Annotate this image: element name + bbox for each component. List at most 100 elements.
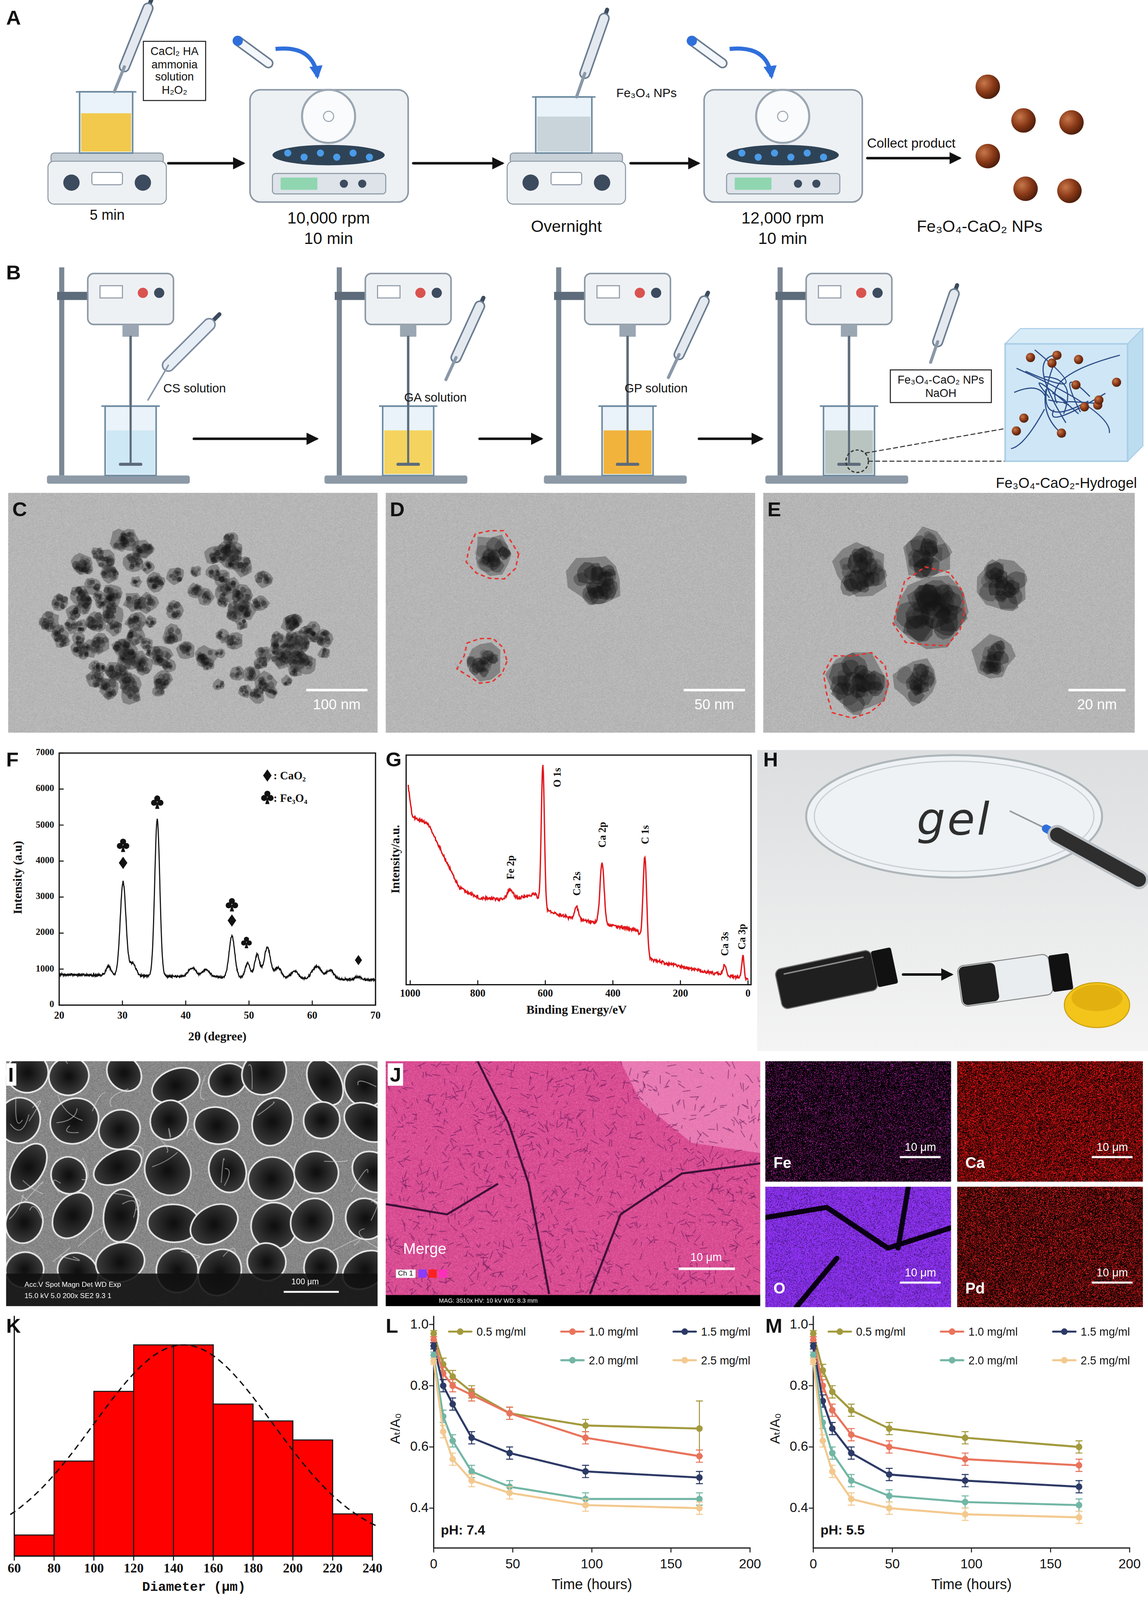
- step-caption: 10,000 rpm: [287, 209, 370, 228]
- scale-bar-label: 10 μm: [904, 1265, 936, 1279]
- axis-tick-label: 200: [672, 987, 689, 999]
- histogram-bar: [253, 1420, 293, 1556]
- illustration-part: [168, 324, 210, 366]
- step-caption: 10 min: [758, 229, 808, 248]
- nanoparticle: [1011, 426, 1021, 436]
- illustration-part: [886, 1439, 893, 1441]
- illustration-part: [59, 896, 64, 898]
- illustration-part: [770, 149, 778, 157]
- overhead-stirrer: [87, 273, 174, 325]
- illustration-part: [679, 300, 705, 355]
- reagent-label: Fe₃O₄ NPs: [616, 87, 677, 101]
- illustration-part: [838, 462, 860, 466]
- illustration-part: [429, 1384, 434, 1386]
- illustration-part: [774, 949, 879, 1010]
- illustration-part: [284, 149, 292, 157]
- illustration-part: [582, 1491, 589, 1493]
- handwritten-text: gel: [916, 794, 992, 844]
- axis-tick-label: 0: [745, 987, 751, 999]
- axis-tick-label: 1000: [35, 963, 55, 974]
- data-point: [506, 1488, 514, 1496]
- transfer-arrow: [729, 48, 772, 77]
- illustration-part: [468, 1442, 475, 1444]
- illustration-part: [59, 824, 64, 825]
- axis-tick-label: 0.4: [410, 1500, 429, 1515]
- illustration-part: [449, 1446, 457, 1447]
- axis-tick-label: 600: [537, 987, 554, 999]
- box-text: CaCl₂ HA ammonia solution H₂O₂: [147, 45, 203, 97]
- data-point: [582, 1421, 590, 1429]
- illustration-part: [734, 177, 772, 190]
- illustration-part: [619, 324, 636, 337]
- illustration-part: [59, 1004, 64, 1006]
- beaker-liquid: [537, 116, 591, 152]
- data-point: [449, 1436, 457, 1444]
- illustration-part: [962, 1464, 969, 1466]
- histogram-bar: [213, 1403, 254, 1556]
- legend-text: 1.0 mg/ml: [968, 1325, 1018, 1338]
- legend-text: 1.0 mg/ml: [588, 1325, 638, 1338]
- illustration-part: [349, 149, 357, 157]
- panel-letter: J: [387, 1062, 404, 1086]
- illustration-part: [59, 752, 64, 754]
- illustration-part: [456, 305, 480, 358]
- illustration-part: [809, 1323, 814, 1325]
- illustration-part: [848, 1439, 855, 1441]
- illustration-part: [847, 336, 851, 465]
- illustration-part: [506, 1406, 513, 1407]
- illustration-part: [670, 1547, 672, 1552]
- data-point: [961, 1455, 969, 1462]
- illustration-part: [814, 761, 1095, 872]
- illustration-part: [870, 947, 899, 988]
- arrow-label: Collect product: [867, 136, 956, 152]
- illustration-part: [468, 1473, 475, 1475]
- step-arrow: [630, 161, 699, 165]
- axis-tick-label: 240: [362, 1560, 383, 1576]
- histogram-bar: [133, 1344, 174, 1556]
- polymer-chain: [1010, 408, 1045, 449]
- micrograph-info: MAG: 3510x HV: 10 kV WD: 8.3 mm: [438, 1297, 538, 1304]
- illustration-part: [1075, 1510, 1083, 1512]
- legend-sample: [681, 1328, 689, 1335]
- transfer-arrow: [275, 48, 318, 77]
- illustration-part: [576, 73, 585, 98]
- data-point: [961, 1498, 969, 1505]
- illustration-part: [818, 285, 841, 298]
- illustration-part: [696, 1491, 703, 1493]
- illustration-part: [696, 1513, 703, 1514]
- data-point: [819, 1436, 827, 1444]
- axis-tick-label: 100: [83, 1560, 104, 1576]
- data-point: [468, 1433, 476, 1441]
- illustration-part: [856, 287, 867, 298]
- illustration-part: [212, 1555, 214, 1560]
- data-point: [885, 1504, 893, 1512]
- illustration-part: [398, 462, 419, 466]
- illustration-part: [409, 980, 411, 985]
- illustration-part: [122, 324, 139, 337]
- hotplate: [47, 161, 167, 205]
- data-point: [961, 1433, 969, 1441]
- illustration-part: [848, 1503, 855, 1505]
- illustration-part: [962, 1494, 969, 1496]
- scale-bar-label: 10 μm: [690, 1250, 722, 1264]
- legend-sample: [948, 1356, 956, 1364]
- data-point: [506, 1409, 514, 1417]
- nanoparticle: [1073, 354, 1083, 364]
- release-curve: [813, 1360, 1079, 1517]
- illustration-part: [696, 1400, 703, 1402]
- data-point: [696, 1473, 703, 1481]
- axis-tick-label: 200: [283, 1560, 304, 1576]
- panel-letter: I: [6, 1062, 16, 1086]
- element-label: Pd: [965, 1279, 986, 1297]
- panel-letter: F: [6, 747, 19, 771]
- illustration-part: [582, 1464, 589, 1466]
- illustration-part: [449, 1369, 457, 1371]
- beaker: [535, 96, 592, 153]
- centrifuge-tube: [237, 40, 269, 64]
- peak-label: C 1s: [639, 824, 651, 845]
- illustration-part: [333, 153, 341, 161]
- condition-label: pH: 5.5: [820, 1522, 865, 1538]
- element-map: [957, 1186, 1143, 1307]
- illustration-part: [696, 1501, 703, 1502]
- illustration-part: [696, 1461, 703, 1462]
